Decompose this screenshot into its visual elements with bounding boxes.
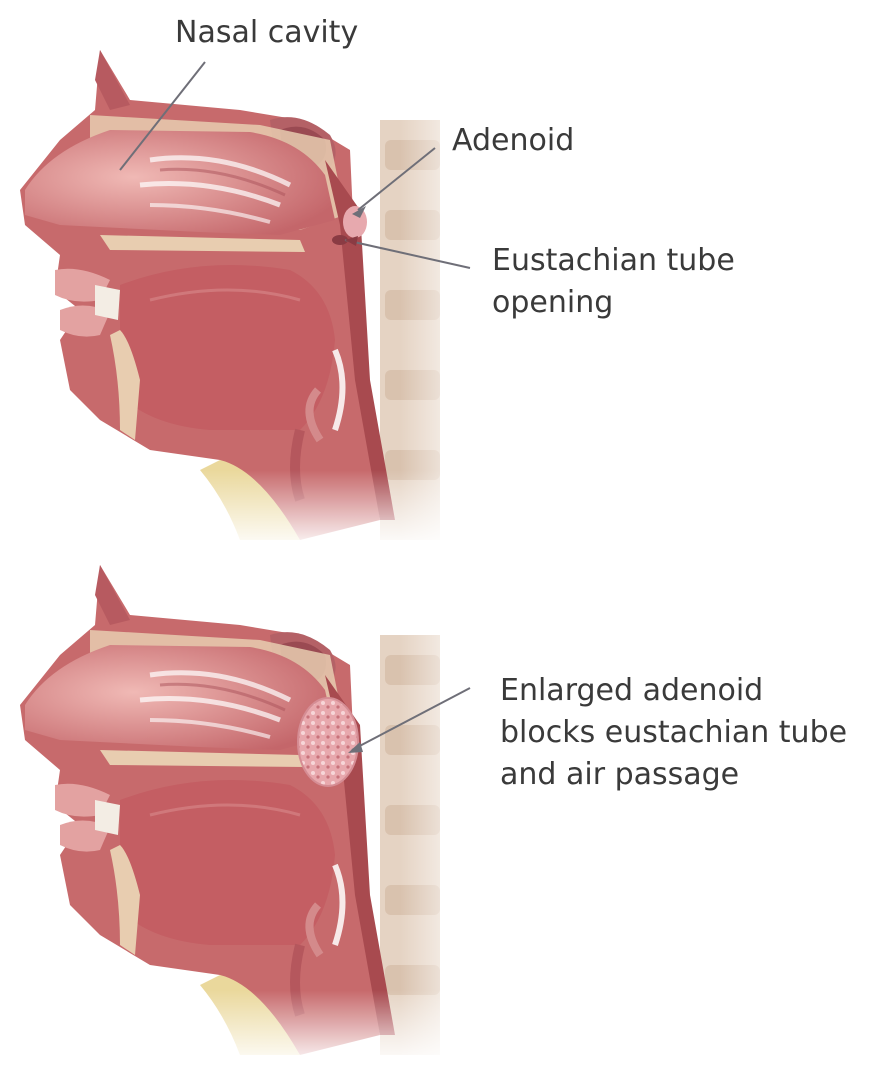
label-nasal-cavity: Nasal cavity <box>175 15 358 50</box>
label-eustachian-line1: Eustachian tube <box>492 243 735 278</box>
label-enlarged-line1: Enlarged adenoid <box>500 673 763 708</box>
label-eustachian-line2: opening <box>492 285 613 320</box>
label-enlarged-line2: blocks eustachian tube <box>500 715 847 750</box>
adenoid-enlarged <box>298 698 358 786</box>
label-enlarged-line3: and air passage <box>500 757 739 792</box>
label-adenoid: Adenoid <box>452 123 574 158</box>
